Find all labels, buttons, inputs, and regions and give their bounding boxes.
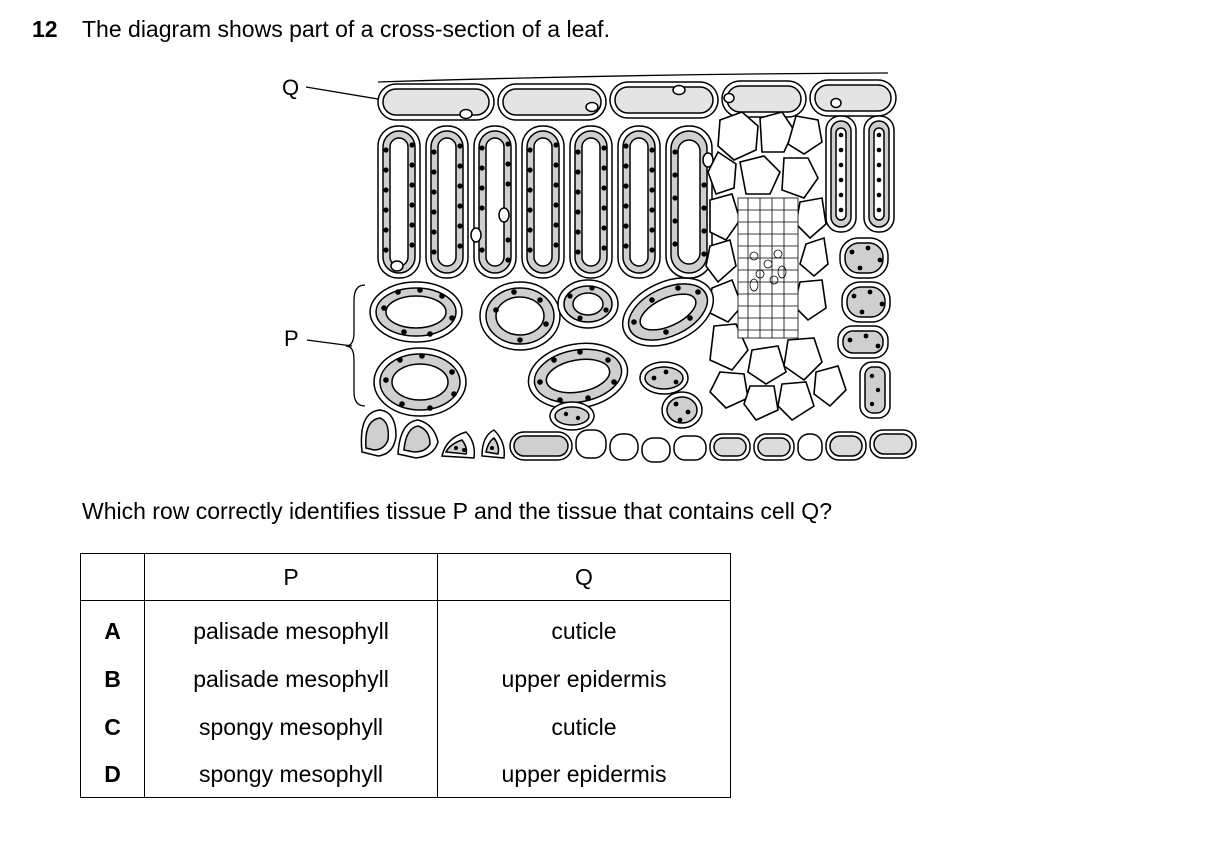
spongy-chloroplasts	[381, 245, 885, 423]
vascular-bundle	[705, 111, 847, 422]
table-header-row: P Q	[80, 553, 731, 601]
header-q: Q	[437, 553, 731, 601]
vascular-network	[737, 197, 799, 339]
header-key	[80, 553, 145, 601]
option-q: upper epidermis	[437, 751, 731, 798]
option-key: A	[80, 600, 145, 655]
spongy-mesophyll	[369, 237, 891, 431]
table-row[interactable]: C spongy mesophyll cuticle	[80, 703, 731, 751]
option-p: palisade mesophyll	[144, 600, 438, 655]
leaf-cross-section-diagram: Q P	[270, 60, 930, 470]
option-q: cuticle	[437, 600, 731, 655]
label-p: P	[284, 326, 299, 351]
lower-epidermis	[360, 409, 917, 463]
option-key: B	[80, 655, 145, 703]
table-row[interactable]: A palisade mesophyll cuticle	[80, 600, 731, 655]
table-row[interactable]: D spongy mesophyll upper epidermis	[80, 751, 731, 798]
label-p-pointer	[306, 339, 353, 347]
question-text: The diagram shows part of a cross-sectio…	[82, 16, 610, 42]
option-key: D	[80, 751, 145, 798]
chloroplasts	[383, 132, 882, 263]
option-key: C	[80, 703, 145, 751]
question-prompt: Which row correctly identifies tissue P …	[82, 498, 832, 524]
header-p: P	[144, 553, 438, 601]
label-q: Q	[282, 75, 299, 100]
label-p-bracket	[345, 284, 366, 407]
option-p: spongy mesophyll	[144, 703, 438, 751]
question-number: 12	[32, 16, 58, 42]
answer-table: P Q A palisade mesophyll cuticle B palis…	[80, 553, 731, 798]
option-p: palisade mesophyll	[144, 655, 438, 703]
option-q: upper epidermis	[437, 655, 731, 703]
option-q: cuticle	[437, 703, 731, 751]
table-row[interactable]: B palisade mesophyll upper epidermis	[80, 655, 731, 703]
lower-epidermis-dots	[454, 446, 494, 452]
cuticle-line	[377, 72, 889, 83]
upper-epidermis	[377, 79, 897, 121]
option-p: spongy mesophyll	[144, 751, 438, 798]
